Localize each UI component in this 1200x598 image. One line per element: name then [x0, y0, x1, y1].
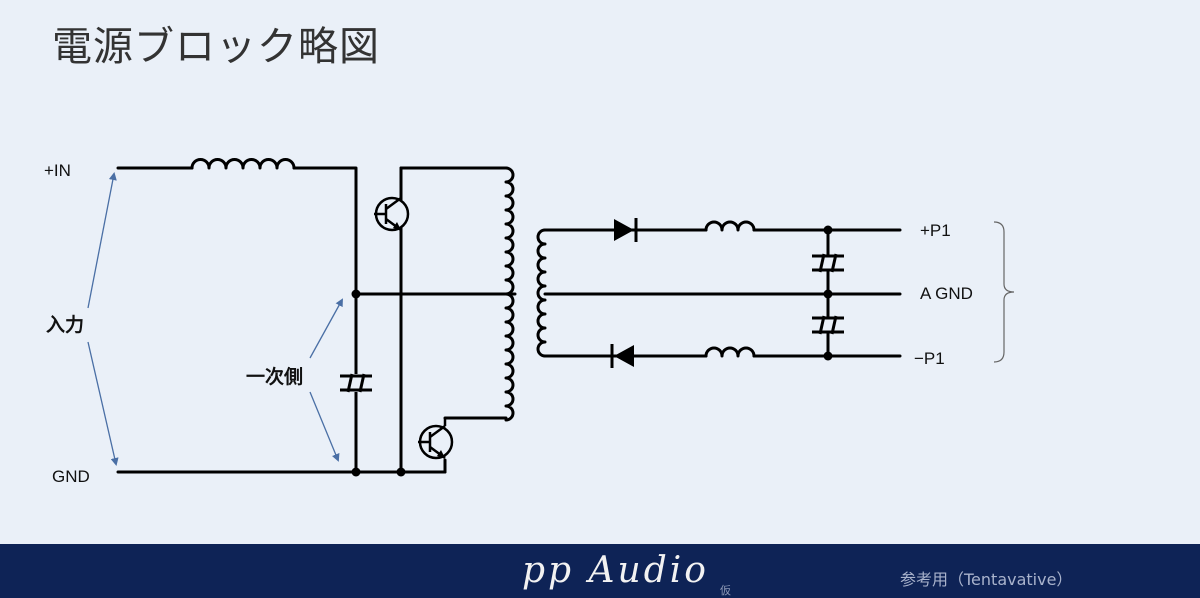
- power-supply-schematic: +IN GND 入力 一次側 +P1 A GND −P1: [44, 158, 1015, 486]
- transistor-q1: [374, 196, 410, 232]
- diode-p1-minus: [600, 344, 640, 368]
- label-in-plus: +IN: [44, 161, 71, 180]
- label-p1-plus: +P1: [920, 221, 951, 240]
- label-p1-minus: −P1: [914, 349, 945, 368]
- junction-dot: [823, 289, 833, 299]
- label-primary: 一次側: [246, 365, 303, 388]
- arrow-input-up: [87, 172, 117, 309]
- junction-dot: [823, 351, 833, 361]
- brand-logo: pp Audio: [522, 550, 709, 591]
- label-agnd: A GND: [920, 284, 973, 303]
- junction-dot: [351, 289, 361, 299]
- junction-dot: [823, 225, 833, 235]
- diode-p1-plus: [600, 218, 640, 242]
- arrow-primary-up: [309, 298, 343, 359]
- inductor-p1-minus: [704, 346, 756, 358]
- page-title: 電源ブロック略図: [52, 24, 380, 70]
- primary-winding: [504, 166, 515, 422]
- inductor-p1-plus: [704, 220, 756, 232]
- output-brace: [993, 221, 1015, 363]
- arrow-primary-down: [309, 391, 340, 462]
- footer-bar: [0, 544, 1200, 598]
- secondary-winding: [536, 228, 547, 358]
- label-input: 入力: [46, 313, 84, 336]
- junction-dot: [351, 467, 361, 477]
- label-gnd: GND: [52, 467, 90, 486]
- wire-in-plus-2: [292, 166, 358, 474]
- output-capacitor-bottom: [812, 315, 844, 335]
- brand-sub-label: 仮: [720, 584, 731, 597]
- tentative-note: 参考用（Tentavative）: [900, 570, 1073, 589]
- output-capacitor-top: [812, 253, 844, 273]
- junction-dot: [396, 467, 406, 477]
- primary-capacitor: [340, 373, 372, 393]
- input-inductor: [190, 158, 296, 170]
- transistor-q2: [418, 418, 454, 460]
- arrow-input-down: [87, 341, 119, 466]
